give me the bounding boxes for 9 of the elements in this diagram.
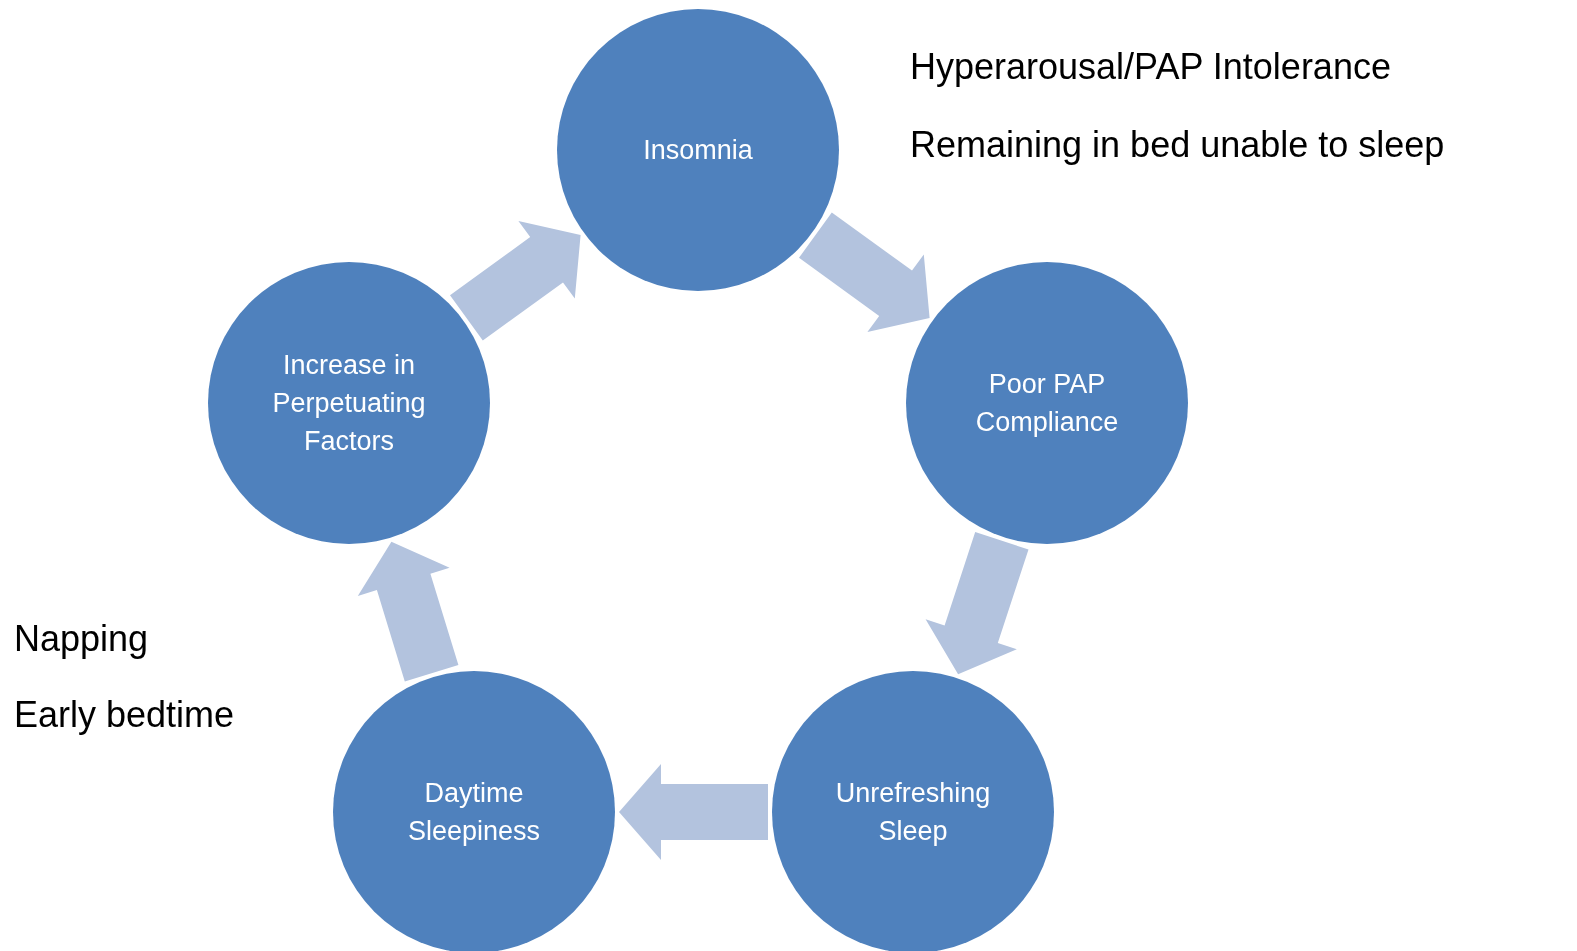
note-text: Early bedtime: [14, 693, 235, 737]
note-text: Hyperarousal/PAP Intolerance: [910, 45, 1391, 89]
block-arrow: [925, 532, 1029, 675]
note-text: Napping: [14, 617, 149, 661]
block-arrow: [357, 541, 459, 682]
block-arrow: [619, 764, 768, 860]
note-text: Remaining in bed unable to sleep: [910, 123, 1445, 167]
block-arrow: [450, 220, 581, 341]
block-arrow: [799, 212, 930, 333]
